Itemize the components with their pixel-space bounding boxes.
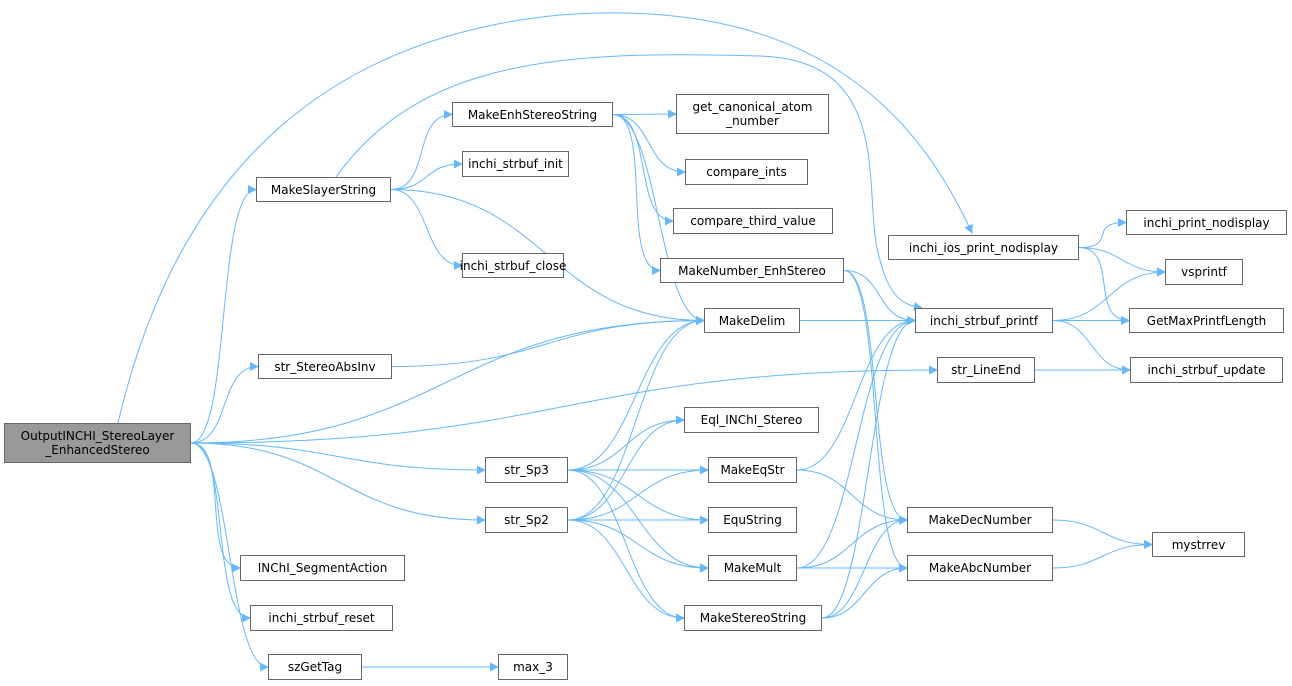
node-max-3[interactable]: max_3 — [498, 654, 568, 680]
node-equstring[interactable]: EquString — [708, 507, 797, 533]
edge-str_Sp3-to-MakeMult — [567, 469, 709, 573]
edge-root-to-INChI_SegmentAction — [190, 442, 241, 573]
node-inchi-strbuf-close[interactable]: inchi_strbuf_close — [460, 253, 566, 278]
edge-MakeEqStr-to-MakeDecNumber — [796, 469, 908, 525]
node-compare-third-value[interactable]: compare_third_value — [673, 208, 833, 234]
edge-MakeNumber_EnhStereo-to-inchi_strbuf_printf — [843, 270, 916, 325]
node-makedelim[interactable]: MakeDelim — [704, 308, 800, 333]
edge-inchi_ios_print_nodisplay-to-vsprintf — [1078, 247, 1166, 277]
edge-MakeMult-to-inchi_strbuf_printf — [796, 316, 916, 569]
edge-str_Sp3-to-MakeStereoString — [567, 469, 685, 623]
edge-str_Sp2-to-MakeStereoString — [567, 519, 685, 623]
node-makestereostring[interactable]: MakeStereoString — [684, 605, 822, 631]
edge-str_StereoAbsInv-to-MakeDelim — [391, 316, 705, 367]
edge-MakeStereoString-to-MakeDecNumber — [821, 515, 908, 619]
edge-root-to-MakeSlayerString — [190, 185, 257, 444]
node-compare-ints[interactable]: compare_ints — [685, 159, 808, 185]
node-makedecnumber[interactable]: MakeDecNumber — [907, 507, 1053, 533]
node-inchi-ios-print-nodisplay[interactable]: inchi_ios_print_nodisplay — [888, 235, 1079, 260]
node-vsprintf[interactable]: vsprintf — [1165, 259, 1243, 285]
edge-root-to-str_Sp2 — [190, 442, 486, 525]
node-makeenhstereostring[interactable]: MakeEnhStereoString — [452, 102, 613, 127]
edge-MakeSlayerString-to-inchi_strbuf_init — [390, 159, 463, 190]
edge-MakeStereoString-to-MakeAbcNumber — [821, 563, 908, 619]
node-inchi-strbuf-init[interactable]: inchi_strbuf_init — [462, 151, 569, 177]
edge-root-to-inchi_strbuf_reset — [190, 442, 251, 623]
edge-str_Sp2-to-MakeDelim — [567, 316, 705, 521]
node-get-canonical-atom-number[interactable]: get_canonical_atom _number — [676, 94, 829, 134]
node-szgettag[interactable]: szGetTag — [268, 654, 362, 680]
edge-root-to-szGetTag — [190, 442, 269, 672]
edge-MakeEnhStereoString-to-compare_ints — [612, 114, 686, 177]
node-inchi-strbuf-update[interactable]: inchi_strbuf_update — [1130, 357, 1283, 383]
edge-MakeAbcNumber-to-mystrrev — [1052, 540, 1153, 569]
node-makemult[interactable]: MakeMult — [708, 555, 797, 581]
node-inchi-strbuf-printf[interactable]: inchi_strbuf_printf — [915, 308, 1053, 333]
node-str-sp3[interactable]: str_Sp3 — [485, 457, 568, 483]
edge-MakeSlayerString-to-inchi_strbuf_close — [390, 189, 463, 270]
node-inchi-segmentaction[interactable]: INChI_SegmentAction — [240, 555, 405, 581]
node-inchi-strbuf-reset[interactable]: inchi_strbuf_reset — [250, 605, 393, 631]
edge-MakeSlayerString-to-MakeEnhStereoString — [390, 110, 453, 190]
node-inchi-print-nodisplay[interactable]: inchi_print_nodisplay — [1126, 210, 1287, 235]
node-makeslayerstring[interactable]: MakeSlayerString — [256, 177, 391, 202]
edge-MakeSlayerString-to-inchi_strbuf_printf — [335, 54, 923, 312]
edge-MakeStereoString-to-inchi_strbuf_printf — [821, 316, 916, 619]
node-root[interactable]: OutputINCHI_StereoLayer _EnhancedStereo — [4, 423, 191, 463]
edge-root-to-MakeDelim — [190, 316, 705, 444]
node-mystrrev[interactable]: mystrrev — [1152, 532, 1245, 557]
edge-inchi_ios_print_nodisplay-to-inchi_print_nodisplay — [1078, 218, 1127, 248]
edge-str_Sp3-to-MakeDelim — [567, 316, 705, 471]
edge-MakeEqStr-to-inchi_strbuf_printf — [796, 316, 916, 471]
node-makenumber-enhstereo[interactable]: MakeNumber_EnhStereo — [660, 258, 844, 283]
edge-inchi_strbuf_printf-to-inchi_strbuf_update — [1052, 320, 1131, 375]
node-getmaxprintflength[interactable]: GetMaxPrintfLength — [1129, 308, 1284, 333]
edge-MakeNumber_EnhStereo-to-MakeAbcNumber — [843, 270, 908, 573]
edge-MakeDecNumber-to-mystrrev — [1052, 519, 1153, 549]
edge-MakeEnhStereoString-to-MakeNumber_EnhStereo — [612, 114, 661, 275]
edge-MakeEnhStereoString-to-MakeDelim — [612, 114, 705, 325]
edge-root-to-inchi_ios_print_nodisplay — [117, 12, 973, 424]
edge-inchi_ios_print_nodisplay-to-GetMaxPrintfLength — [1078, 247, 1130, 325]
edge-str_Sp3-to-Eql_INChI_Stereo — [567, 415, 685, 471]
node-str-lineend[interactable]: str_LineEnd — [937, 357, 1035, 383]
node-makeeqstr[interactable]: MakeEqStr — [708, 457, 797, 483]
edge-inchi_strbuf_printf-to-vsprintf — [1052, 267, 1166, 321]
node-eql-inchi-stereo[interactable]: Eql_INChI_Stereo — [684, 407, 819, 433]
edge-MakeEnhStereoString-to-compare_third_value — [612, 114, 674, 226]
edge-root-to-str_Sp3 — [190, 442, 486, 475]
node-makeabcnumber[interactable]: MakeAbcNumber — [907, 555, 1053, 581]
edge-MakeMult-to-MakeDecNumber — [796, 515, 908, 569]
edge-str_Sp2-to-MakeEqStr — [567, 465, 709, 521]
node-str-stereoabsinv[interactable]: str_StereoAbsInv — [258, 354, 392, 379]
edge-str_Sp2-to-Eql_INChI_Stereo — [567, 415, 685, 521]
edge-MakeEnhStereoString-to-get_canonical_atom_number — [612, 109, 677, 119]
edge-str_Sp2-to-MakeMult — [567, 519, 709, 573]
node-str-sp2[interactable]: str_Sp2 — [485, 507, 568, 533]
edge-root-to-str_StereoAbsInv — [190, 362, 259, 444]
edge-MakeNumber_EnhStereo-to-MakeDecNumber — [843, 270, 908, 525]
edge-root-to-str_LineEnd — [190, 365, 938, 444]
